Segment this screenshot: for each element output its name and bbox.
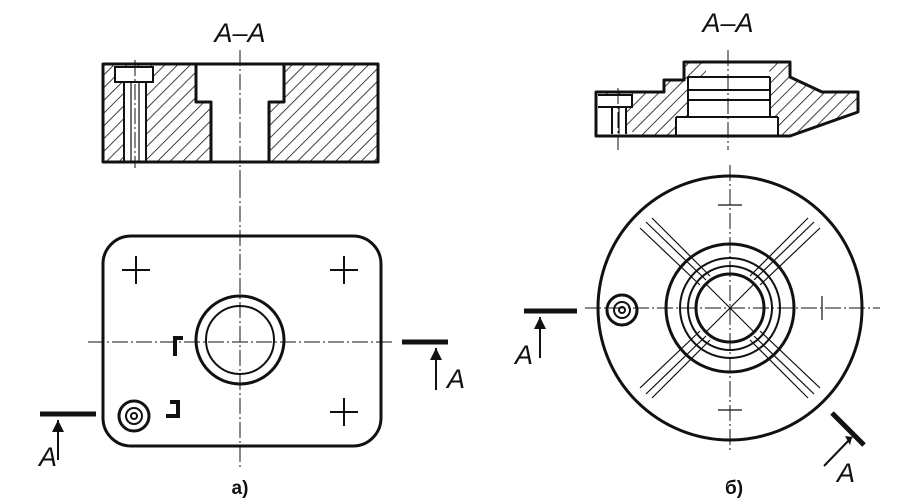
section-b-outline xyxy=(594,60,860,138)
plate-outline xyxy=(101,234,383,448)
screw-hole-outer xyxy=(117,399,151,433)
corner-mark-br xyxy=(330,398,358,426)
cut-label-right-a: A xyxy=(445,364,465,394)
caption-b: б) xyxy=(725,478,743,499)
cut-label-left-b: A xyxy=(513,340,533,370)
cut-marker-right-b xyxy=(830,411,866,447)
plan-view-b: A A б) xyxy=(513,165,880,499)
corner-mark-tl xyxy=(122,256,150,284)
cut-label-right-b: A xyxy=(835,458,855,488)
view-b: A–A xyxy=(513,8,880,499)
plan-view-a: A A а) xyxy=(37,182,465,499)
caption-a: а) xyxy=(232,478,249,499)
view-a: A–A A xyxy=(37,18,465,499)
section-b-drawing: A–A xyxy=(594,8,860,150)
section-a-title: A–A xyxy=(212,18,265,48)
bolt-hole-outer xyxy=(605,293,639,327)
section-b-title: A–A xyxy=(700,8,753,38)
cut-label-left-a: A xyxy=(37,442,57,472)
corner-mark-tr xyxy=(330,256,358,284)
section-a-drawing: A–A xyxy=(101,18,380,182)
